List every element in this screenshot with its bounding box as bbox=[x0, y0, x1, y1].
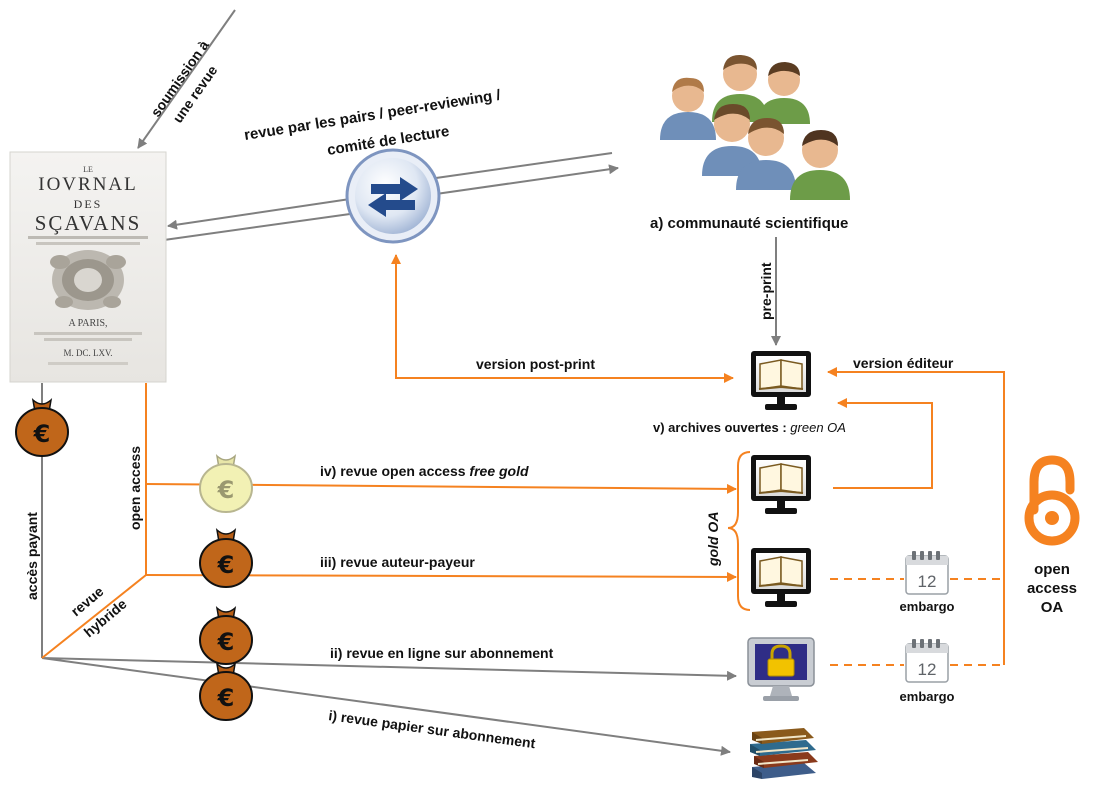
peer-review-line-lower-left bbox=[163, 213, 351, 241]
euro-sign: € bbox=[217, 476, 235, 504]
editor-version-path bbox=[827, 367, 1005, 665]
monitor-open-book-icon bbox=[751, 351, 811, 410]
author-pays-label: iii) revue auteur-payeur bbox=[320, 554, 475, 570]
oa-label-line1: open bbox=[1034, 561, 1070, 578]
open-access-vertical-label: open access bbox=[127, 446, 143, 530]
paying-access-label: accès payant bbox=[24, 512, 40, 600]
journal-line6: M. DC. LXV. bbox=[63, 348, 112, 358]
money-bag-euro-icon: € bbox=[15, 398, 69, 457]
free-gold-label-prefix: iv) revue open access bbox=[320, 463, 469, 479]
archives-label: v) archives ouvertes : green OA bbox=[653, 420, 846, 435]
embargo-label-1: embargo bbox=[900, 599, 955, 614]
euro-sign: € bbox=[217, 684, 235, 712]
free-gold-label-italic: free gold bbox=[469, 463, 529, 479]
monitor-lock-icon bbox=[747, 637, 815, 701]
hybrid-line bbox=[41, 574, 147, 659]
gold-oa-label: gold OA bbox=[705, 512, 721, 567]
peer-review-line-lower-right bbox=[435, 164, 619, 195]
monitor-open-book-icon bbox=[751, 455, 811, 514]
journal-line3: DES bbox=[74, 197, 103, 211]
monitor-open-book-icon bbox=[751, 548, 811, 607]
oa-label-line2: access bbox=[1027, 580, 1077, 597]
editor-version-label: version éditeur bbox=[853, 355, 954, 371]
online-subscription-label: ii) revue en ligne sur abonnement bbox=[330, 645, 554, 661]
gold-oa-brace bbox=[727, 451, 751, 611]
books-stack-icon bbox=[750, 728, 818, 779]
journal-cover-image: LE IOVRNAL DES SÇAVANS A PARIS, M. DC. L… bbox=[9, 151, 167, 383]
community-label: a) communauté scientifique bbox=[650, 215, 848, 232]
peer-review-exchange-icon bbox=[345, 148, 441, 244]
journal-line5: A PARIS, bbox=[68, 318, 107, 329]
money-bag-euro-icon: € bbox=[199, 528, 253, 588]
submission-arrow bbox=[137, 9, 236, 149]
journal-line2: IOVRNAL bbox=[38, 174, 138, 195]
peer-review-line-upper-left bbox=[167, 198, 351, 230]
euro-sign: € bbox=[217, 551, 235, 579]
person-5 bbox=[736, 118, 796, 190]
scientific-community-people-icon bbox=[660, 54, 850, 200]
online-subscription-arrow bbox=[41, 657, 737, 681]
person-1 bbox=[660, 77, 716, 140]
paper-subscription-arrow bbox=[41, 657, 731, 756]
postprint-label: version post-print bbox=[476, 356, 595, 372]
paper-subscription-label: i) revue papier sur abonnement bbox=[328, 707, 537, 751]
euro-sign: € bbox=[33, 420, 51, 448]
money-bag-euro-icon: € bbox=[199, 454, 253, 513]
oa-label-line3: OA bbox=[1041, 599, 1064, 616]
calendar-icon: 12 bbox=[905, 639, 949, 683]
orange-connectors bbox=[41, 254, 1005, 666]
money-bag-euro-icon: € bbox=[199, 662, 253, 721]
journal-line4: SÇAVANS bbox=[35, 211, 142, 235]
money-bag-euro-icon: € bbox=[199, 606, 253, 665]
calendar-day-1: 12 bbox=[918, 572, 937, 591]
archives-label-prefix: v) archives ouvertes : bbox=[653, 420, 790, 435]
calendar-day-2: 12 bbox=[918, 660, 937, 679]
preprint-label: pre-print bbox=[758, 262, 774, 320]
gold-to-archive-path bbox=[833, 398, 933, 489]
calendar-icon: 12 bbox=[905, 551, 949, 595]
journal-ornament bbox=[50, 250, 126, 310]
journal-line1: LE bbox=[83, 165, 93, 174]
open-access-lock-icon bbox=[1024, 455, 1080, 546]
embargo-label-2: embargo bbox=[900, 689, 955, 704]
archives-label-green: green OA bbox=[790, 420, 846, 435]
person-3 bbox=[758, 62, 810, 124]
peer-review-line-upper-right bbox=[435, 152, 613, 179]
euro-sign: € bbox=[217, 628, 235, 656]
free-gold-label: iv) revue open access free gold bbox=[320, 463, 529, 479]
person-6 bbox=[790, 130, 850, 200]
